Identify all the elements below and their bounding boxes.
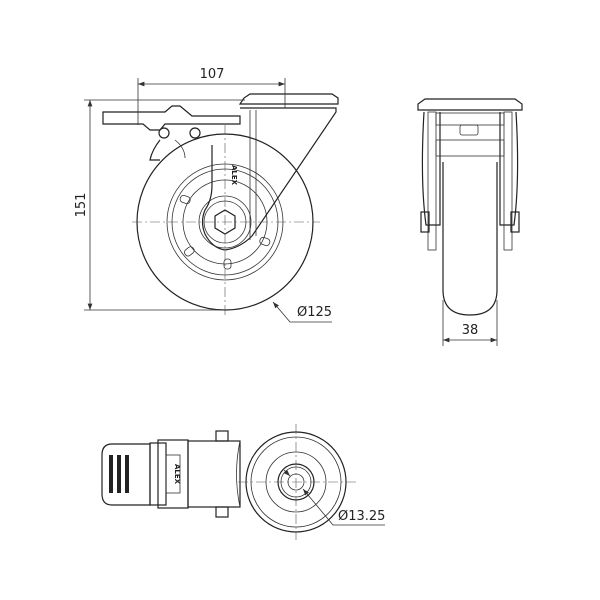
dimension-d125: Ø125 [272,301,332,323]
brand-logo-front: ALEX [230,165,238,186]
dimension-d13-25: Ø13.25 [283,469,385,526]
dimension-151-label: 151 [74,193,89,218]
side-top-plate [417,98,523,111]
front-view: ALEX [102,93,339,318]
dimension-38: 38 [442,300,498,346]
dimension-d125-label: Ø125 [297,305,332,320]
bottom-view: ALEX [101,424,356,540]
dimension-d13-25-label: Ø13.25 [338,509,385,524]
brand-logo-bottom: ALEX [173,464,181,485]
dimension-107-label: 107 [200,67,225,82]
brake-pedal [101,443,151,506]
brake-lever [102,105,241,161]
dimension-38-label: 38 [462,323,479,338]
dimension-151: 151 [74,99,245,311]
side-view [417,98,523,316]
side-wheel [442,162,498,316]
top-plate [238,93,339,105]
fork [201,107,337,251]
dimension-107: 107 [137,67,286,125]
